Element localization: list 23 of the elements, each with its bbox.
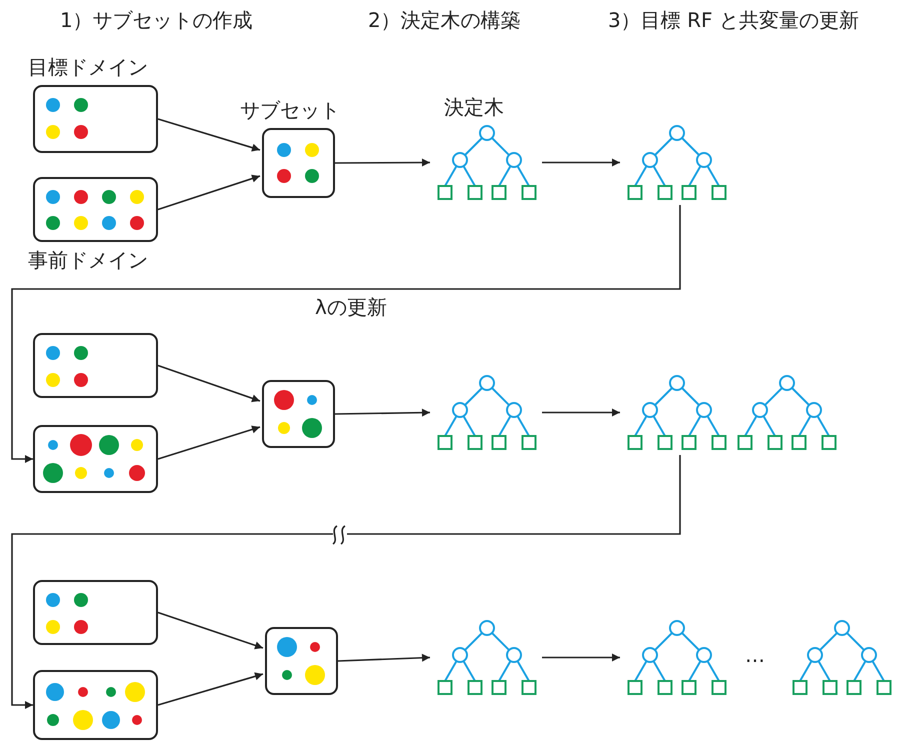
arrow (158, 174, 260, 210)
step-heading: 1）サブセットの作成 (60, 8, 253, 32)
node-heading: 決定木 (444, 95, 504, 119)
step-heading: 3）目標 RF と共変量の更新 (608, 8, 859, 32)
arrow (158, 672, 264, 706)
arrow (338, 654, 430, 662)
edge-label: λの更新 (315, 295, 387, 319)
arrow (11, 205, 681, 463)
node-heading: 目標ドメイン (28, 55, 148, 79)
arrow (158, 118, 260, 152)
arrow (334, 408, 430, 417)
arrow (335, 158, 430, 167)
node-heading: サブセット (240, 98, 340, 122)
arrow (158, 364, 260, 402)
arrow (542, 654, 620, 662)
step-heading: 2）決定木の構築 (368, 8, 521, 32)
ellipsis-text: … (745, 643, 765, 667)
arrow (542, 408, 620, 416)
arrow (158, 612, 264, 650)
arrow (158, 426, 260, 460)
arrow (11, 455, 681, 709)
arrow (542, 158, 620, 166)
node-heading: 事前ドメイン (28, 248, 148, 272)
